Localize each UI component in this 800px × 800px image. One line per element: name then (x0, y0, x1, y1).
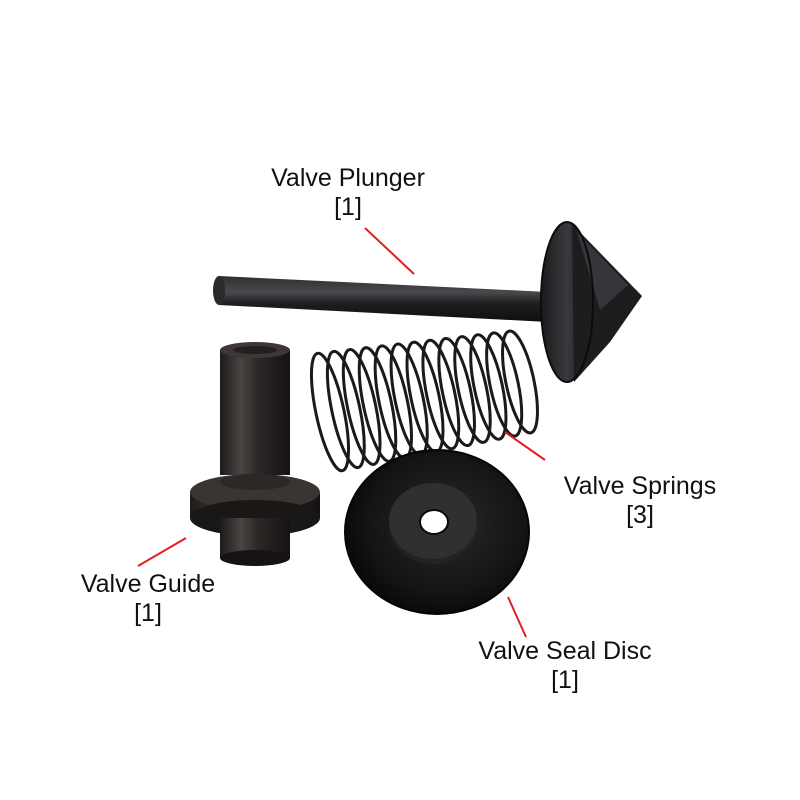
valve-springs-qty: [3] (626, 501, 654, 529)
valve-guide-qty: [1] (134, 599, 162, 627)
spring-coil (325, 349, 366, 470)
valve-seal-disc-label: Valve Seal Disc [1] (455, 637, 675, 695)
valve-plunger-name: Valve Plunger (271, 164, 425, 192)
spring-coil (453, 335, 492, 444)
guide-leader-line (137, 537, 187, 567)
valve-guide-name: Valve Guide (80, 570, 216, 598)
valve-guide-label: Valve Guide [1] (48, 570, 248, 628)
valve-seal-disc-qty: [1] (551, 666, 579, 694)
valve-springs-name: Valve Springs (563, 472, 717, 500)
plunger-leader-line (364, 227, 415, 275)
valve-guide-image (190, 342, 320, 566)
spring-coil (501, 329, 539, 435)
spring-coil (469, 333, 508, 441)
valve-plunger-label: Valve Plunger [1] (248, 164, 448, 222)
spring-coil (485, 331, 524, 438)
spring-coil (437, 336, 476, 448)
valve-plunger-qty: [1] (334, 193, 362, 221)
spring-coil (309, 351, 351, 473)
seal-leader-line (507, 596, 527, 638)
spring-coil (341, 348, 382, 466)
valve-plunger-image (213, 221, 642, 383)
valve-seal-disc-name: Valve Seal Disc (478, 637, 652, 665)
valve-springs-label: Valve Springs [3] (540, 472, 740, 530)
valve-spring-image (309, 329, 539, 473)
valve-seal-disc-image (344, 449, 530, 615)
springs-leader-line (504, 431, 546, 461)
spring-coil (421, 338, 461, 451)
